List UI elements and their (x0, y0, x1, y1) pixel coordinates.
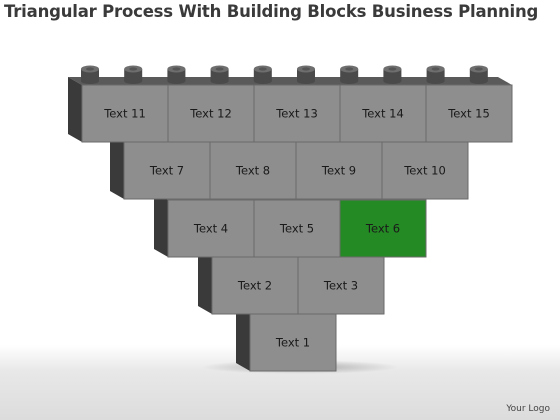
block-face (123, 141, 211, 200)
block-face (211, 256, 299, 315)
block-label: Text 13 (275, 107, 318, 121)
block-label: Text 5 (279, 222, 314, 236)
block-face (253, 84, 341, 143)
block: Text 7 (123, 141, 211, 200)
block-label: Text 3 (323, 279, 358, 293)
block: Text 13 (253, 84, 341, 143)
block-stud (340, 65, 359, 84)
block-label: Text 10 (403, 164, 446, 178)
block-row-side-face (154, 192, 168, 257)
block: Text 4 (167, 199, 255, 258)
block-face (81, 84, 169, 143)
block-face (381, 141, 469, 200)
block: Text 15 (425, 84, 513, 143)
block-stud (469, 65, 488, 84)
block-face (339, 84, 427, 143)
block-row-2: Text 7 Text 8 Text 9 Text 10 (110, 134, 469, 200)
block-label: Text 4 (193, 222, 228, 236)
block-row-4: Text 2 Text 3 (198, 249, 385, 315)
block-label: Text 9 (321, 164, 356, 178)
block-stud (297, 65, 315, 84)
diagram-title: Triangular Process With Building Blocks … (4, 2, 539, 21)
block-label: Text 1 (275, 336, 310, 350)
block: Text 5 (253, 199, 341, 258)
block-stud (426, 65, 445, 84)
block-stud (124, 65, 143, 84)
block-row-side-face (198, 249, 212, 314)
block: Text 6 (339, 199, 427, 258)
block-stud (81, 65, 99, 84)
block-label: Text 2 (237, 279, 272, 293)
block-face (167, 84, 255, 143)
block-face (209, 141, 297, 200)
logo-text: Your Logo (506, 404, 550, 414)
block-label: Text 11 (103, 107, 146, 121)
block-label: Text 7 (149, 164, 184, 178)
block-stud (253, 65, 272, 84)
block: Text 10 (381, 141, 469, 200)
block-row-5: Text 1 (236, 306, 337, 372)
block-highlighted-face (339, 199, 427, 258)
block: Text 12 (167, 84, 255, 143)
block: Text 2 (211, 256, 299, 315)
block-stud (167, 65, 186, 84)
block: Text 9 (295, 141, 383, 200)
block-row-side-face (110, 134, 124, 199)
block-stud (383, 65, 402, 84)
block: Text 11 (81, 84, 169, 143)
block-label: Text 14 (361, 107, 404, 121)
block-label: Text 15 (447, 107, 490, 121)
block-stud (210, 65, 229, 84)
block: Text 3 (297, 256, 385, 315)
block: Text 8 (209, 141, 297, 200)
block-face (297, 256, 385, 315)
block-face (425, 84, 513, 143)
block-label: Text 6 (365, 222, 400, 236)
block-row-side-face (68, 77, 82, 142)
block-row-side-face (236, 306, 250, 371)
block-row-1: Text 11 Text 12 Text 13 Text 14 Text 15 (68, 65, 513, 143)
block: Text 1 (249, 313, 337, 372)
block-label: Text 8 (235, 164, 270, 178)
block-label: Text 12 (189, 107, 232, 121)
block: Text 14 (339, 84, 427, 143)
block-face (253, 199, 341, 258)
block-row-3: Text 4 Text 5 Text 6 (154, 192, 427, 258)
